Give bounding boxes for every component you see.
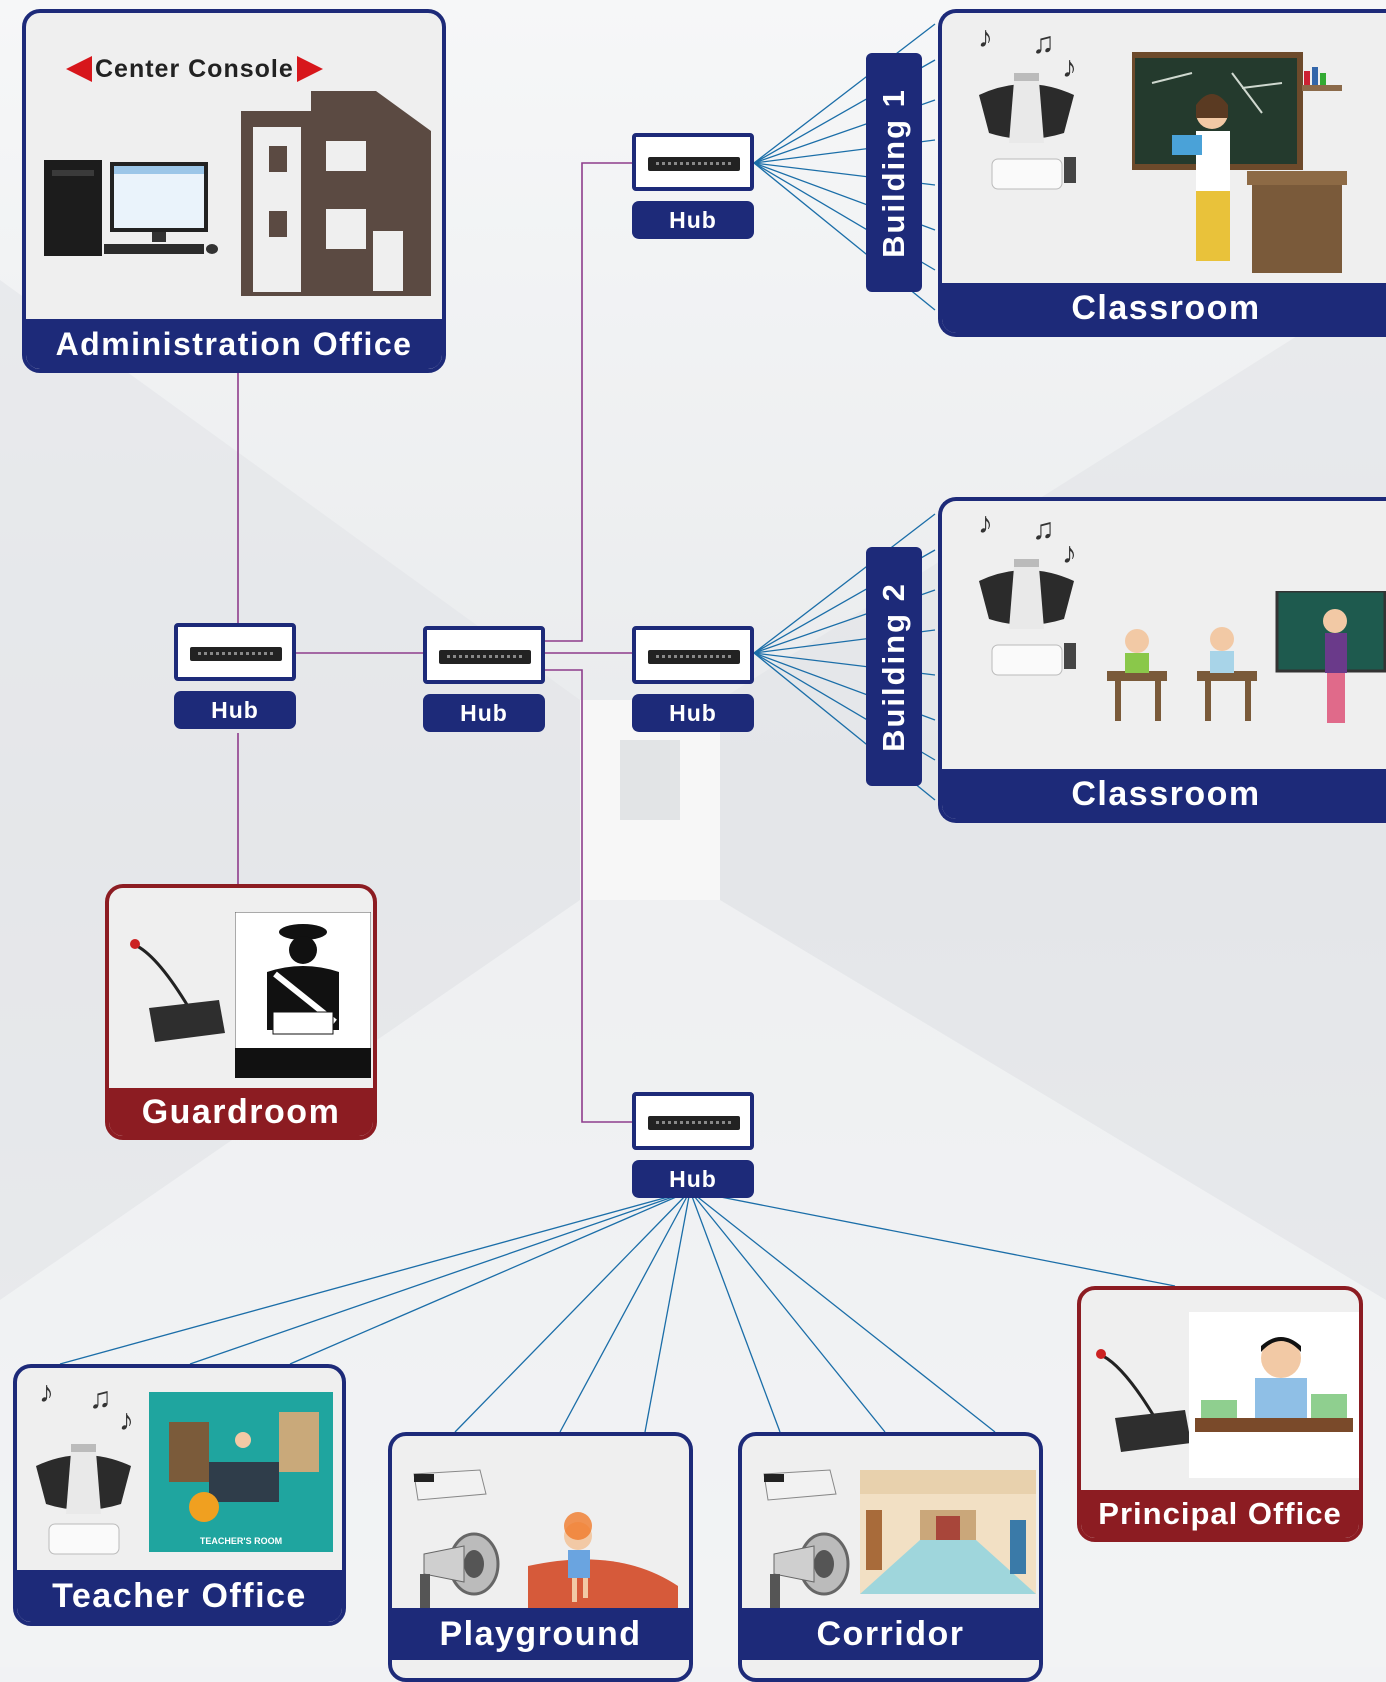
administration-office-label: Administration Office bbox=[26, 319, 442, 369]
hub-left-label: Hub bbox=[174, 691, 296, 729]
microphone-icon bbox=[1096, 1349, 1191, 1452]
classroom-1-card: ♪ ♫ ♪ Classroom bbox=[938, 9, 1386, 337]
music-note-icon: ♫ bbox=[1032, 27, 1055, 60]
building-1-label: Building 1 bbox=[866, 53, 922, 292]
administration-office-card: Center Console Administration Office bbox=[22, 9, 446, 373]
music-note-icon: ♪ bbox=[978, 507, 993, 540]
hub-building-1 bbox=[632, 133, 754, 191]
playground-label: Playground bbox=[392, 1608, 689, 1660]
classroom-teacher-illustration bbox=[1132, 52, 1347, 273]
hub-building-1-label: Hub bbox=[632, 201, 754, 239]
switch-icon bbox=[439, 650, 531, 664]
classroom-2-card: ♪ ♫ ♪ Classroom bbox=[938, 497, 1386, 823]
arrow-left-icon bbox=[66, 56, 92, 82]
switch-icon bbox=[648, 1116, 740, 1130]
guardroom-card: Guardroom bbox=[105, 884, 377, 1140]
corridor-card: Corridor bbox=[738, 1432, 1043, 1682]
teacher-office-card: ♪ ♫ ♪ TEACHER'S ROOM Teacher Office bbox=[13, 1364, 346, 1626]
horn-icon bbox=[420, 1532, 500, 1614]
switch-icon bbox=[648, 157, 740, 171]
music-note-icon: ♪ bbox=[39, 1376, 54, 1409]
principal-office-label: Principal Office bbox=[1081, 1490, 1359, 1538]
projector-icon bbox=[763, 1469, 837, 1501]
microphone-icon bbox=[130, 939, 225, 1042]
computer-icon bbox=[44, 160, 218, 256]
projector-icon bbox=[413, 1469, 487, 1501]
speaker-icon bbox=[979, 73, 1076, 190]
arrow-right-icon bbox=[296, 56, 323, 82]
hallway-illustration bbox=[860, 1470, 1036, 1594]
classroom-students-illustration bbox=[1107, 591, 1386, 723]
hub-bottom bbox=[632, 1092, 754, 1150]
building-2-label: Building 2 bbox=[866, 547, 922, 786]
horn-icon bbox=[770, 1532, 850, 1614]
music-note-icon: ♪ bbox=[119, 1404, 134, 1437]
music-note-icon: ♫ bbox=[89, 1382, 112, 1415]
hub-building-2 bbox=[632, 626, 754, 684]
building-icon bbox=[241, 91, 431, 296]
guard-icon bbox=[235, 912, 371, 1078]
hub-left bbox=[174, 623, 296, 681]
speaker-icon bbox=[36, 1444, 131, 1555]
playground-card: Playground bbox=[388, 1432, 693, 1682]
hub-building-2-label: Hub bbox=[632, 694, 754, 732]
classroom-1-label: Classroom bbox=[942, 283, 1386, 333]
music-note-icon: ♪ bbox=[978, 21, 993, 54]
hub-center bbox=[423, 626, 545, 684]
music-note-icon: ♪ bbox=[1062, 51, 1077, 84]
principal-office-card: Principal Office bbox=[1077, 1286, 1363, 1542]
principal-at-desk-illustration bbox=[1189, 1312, 1359, 1478]
teachers-room-caption: TEACHER'S ROOM bbox=[199, 1536, 283, 1546]
switch-icon bbox=[190, 647, 282, 661]
center-console-label: Center Console bbox=[66, 51, 323, 87]
classroom-2-label: Classroom bbox=[942, 769, 1386, 819]
music-note-icon: ♫ bbox=[1032, 513, 1055, 546]
guardroom-label: Guardroom bbox=[109, 1088, 373, 1136]
teachers-room-illustration: TEACHER'S ROOM bbox=[149, 1392, 333, 1552]
switch-icon bbox=[648, 650, 740, 664]
teacher-office-label: Teacher Office bbox=[17, 1570, 342, 1622]
hub-center-label: Hub bbox=[423, 694, 545, 732]
music-note-icon: ♪ bbox=[1062, 537, 1077, 570]
hub-bottom-label: Hub bbox=[632, 1160, 754, 1198]
speaker-icon bbox=[979, 559, 1076, 676]
corridor-label: Corridor bbox=[742, 1608, 1039, 1660]
